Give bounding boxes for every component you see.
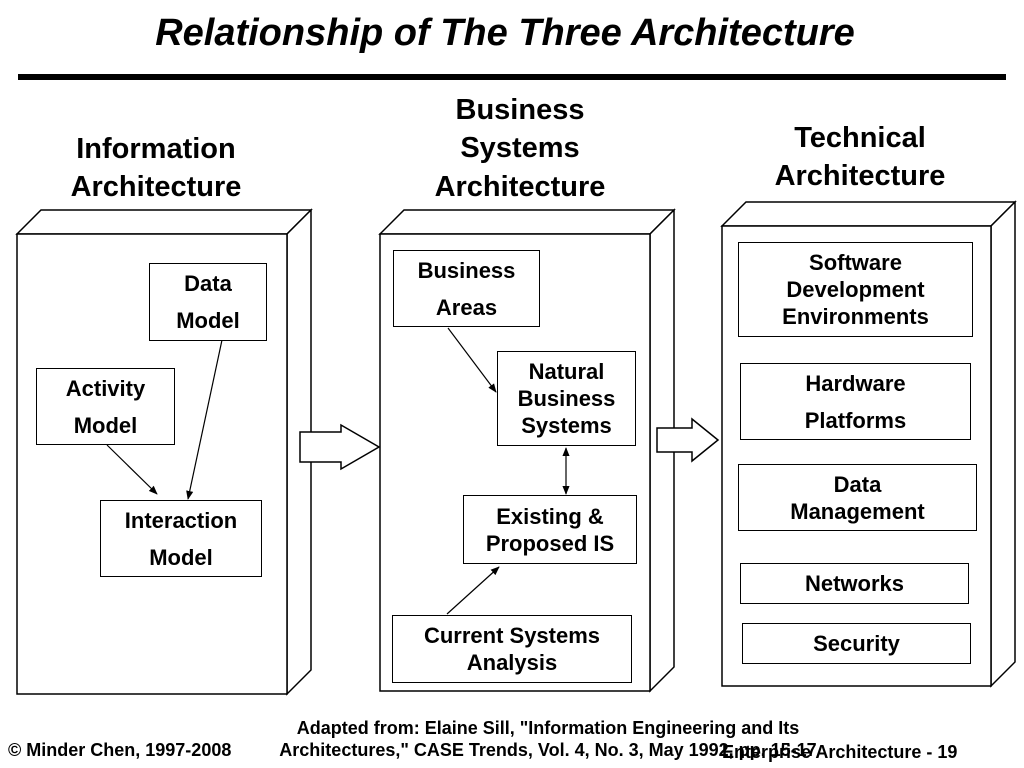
- software-development-environments-box: Software Development Environments: [738, 242, 973, 337]
- business-areas-box: Business Areas: [393, 250, 540, 327]
- block-arrow-2: [656, 417, 720, 463]
- activity-model-box: Activity Model: [36, 368, 175, 445]
- arrow-activity-to-interaction: [106, 444, 158, 495]
- information-architecture-heading: Information Architecture: [70, 133, 242, 204]
- page-title: Relationship of The Three Architecture: [155, 12, 855, 54]
- hardware-platforms-box: Hardware Platforms: [740, 363, 971, 440]
- current-systems-analysis-box: Current Systems Analysis: [392, 615, 632, 683]
- security-box: Security: [742, 623, 971, 664]
- interaction-model-box: Interaction Model: [100, 500, 262, 577]
- page-label: Enterprise Architecture - 19: [722, 742, 958, 762]
- title-divider: [18, 74, 1006, 80]
- arrow-data-model-to-interaction: [186, 339, 223, 500]
- copyright-notice: © Minder Chen, 1997-2008: [8, 740, 232, 760]
- arrow-business-areas-to-natural: [447, 327, 497, 393]
- source-citation: Adapted from: Elaine Sill, "Information …: [279, 718, 817, 760]
- data-model-box: Data Model: [149, 263, 267, 341]
- technical-architecture-heading: Technical Architecture: [774, 122, 946, 193]
- block-arrow-1: [299, 423, 381, 471]
- arrow-current-to-existing: [446, 566, 500, 615]
- networks-box: Networks: [740, 563, 969, 604]
- data-management-box: Data Management: [738, 464, 977, 531]
- existing-proposed-is-box: Existing & Proposed IS: [463, 495, 637, 564]
- business-systems-architecture-heading: Business Systems Architecture: [434, 94, 606, 203]
- natural-business-systems-box: Natural Business Systems: [497, 351, 636, 446]
